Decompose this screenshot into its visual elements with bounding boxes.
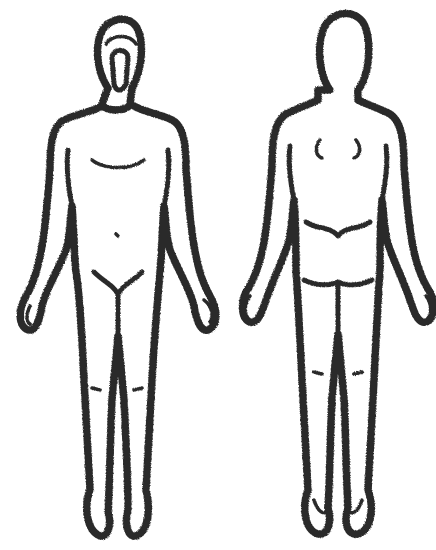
front-head-outline <box>98 19 142 110</box>
front-navel <box>116 234 118 236</box>
front-right-hand <box>27 306 30 324</box>
front-right-inner-arm <box>67 150 72 206</box>
front-hair-line <box>106 37 136 45</box>
back-body-outline <box>243 14 434 535</box>
back-left-scapula <box>354 140 360 158</box>
front-face <box>112 51 128 91</box>
back-view-figure <box>243 14 434 535</box>
back-left-inner-arm <box>382 146 387 200</box>
front-chest-line <box>92 160 144 168</box>
back-waist-line <box>306 222 370 236</box>
front-right-knee <box>92 388 100 390</box>
back-right-scapula <box>316 140 322 158</box>
front-left-knee <box>134 388 142 390</box>
back-right-knee <box>314 372 322 374</box>
front-view-figure <box>20 19 216 536</box>
front-left-inner-arm <box>164 150 169 206</box>
back-left-knee <box>354 372 362 374</box>
back-left-hand <box>426 296 431 318</box>
back-right-hand <box>245 296 250 318</box>
back-right-inner-arm <box>289 146 294 200</box>
front-groin-line <box>94 272 142 294</box>
